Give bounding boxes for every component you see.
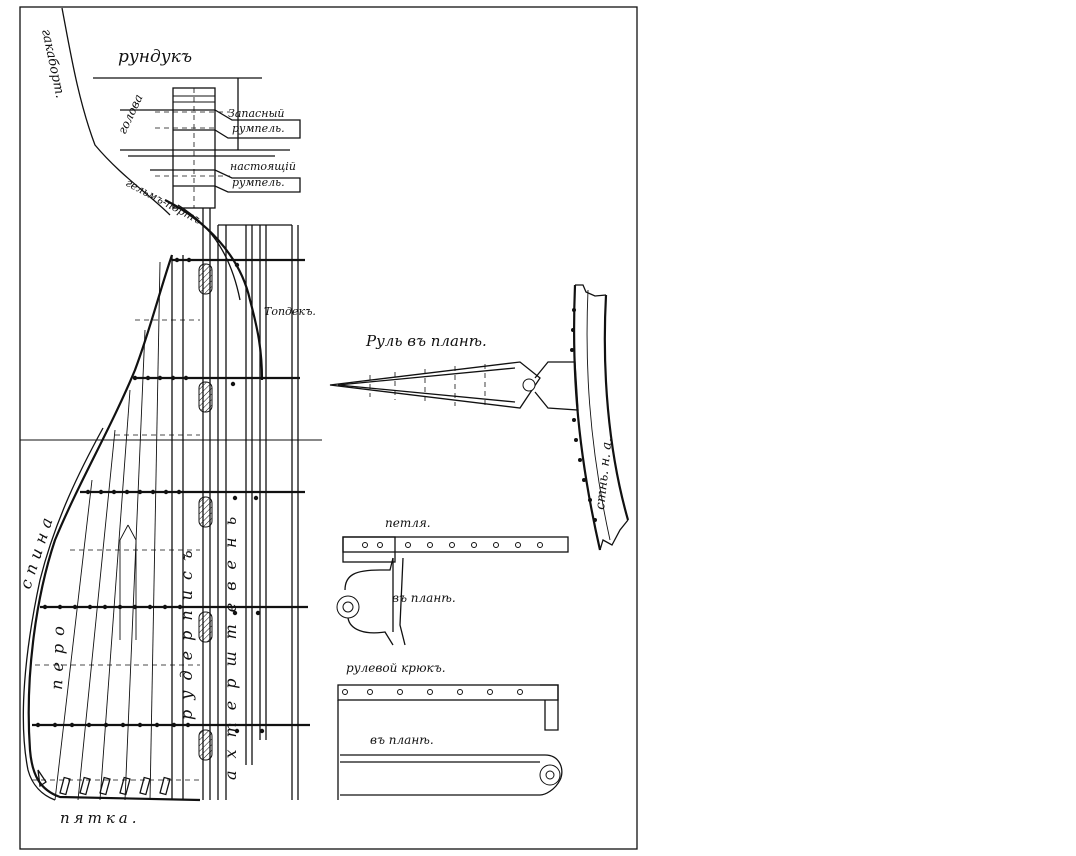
plan-bolts <box>570 308 597 522</box>
label-ahtershteven: ахтерштевень <box>221 505 240 780</box>
label-golova: голова <box>115 92 146 136</box>
gudgeon-loop <box>336 536 569 646</box>
label-v-plane2: въ планѣ. <box>370 733 434 747</box>
label-rulevoy-kryuk: рулевой крюкъ. <box>346 661 446 675</box>
label-stem-plan: стнь. н. а. <box>593 437 615 510</box>
label-zapasny: Запасный <box>228 107 285 120</box>
label-nastoyashchy: настоящій <box>230 160 296 173</box>
rudder-hook <box>337 684 563 800</box>
label-pyatka: пятка. <box>60 809 140 827</box>
label-rudersteven: рудерписъ <box>177 540 196 720</box>
rudder-elevation <box>20 7 322 802</box>
label-gelmport: гельмъ-портъ <box>124 176 204 227</box>
label-rumpel1: румпель. <box>232 122 285 135</box>
label-petlya: петля. <box>385 516 431 530</box>
gudgeons <box>198 263 213 761</box>
label-rundux: рундукъ <box>118 47 192 67</box>
pintle-straps <box>32 258 310 727</box>
drawing-frame <box>19 6 638 850</box>
heel-bolts <box>37 769 171 796</box>
rudder-plan <box>329 284 630 551</box>
label-rul-v-plane: Руль въ планѣ. <box>365 332 487 350</box>
label-pero: перо <box>47 618 68 690</box>
label-gakabort: гакаборт. <box>38 28 67 100</box>
label-v-plane1: въ планѣ. <box>392 591 456 605</box>
label-rumpel2: румпель. <box>232 176 285 189</box>
label-topdek: Топдекъ. <box>264 305 316 318</box>
bolts <box>35 257 265 734</box>
